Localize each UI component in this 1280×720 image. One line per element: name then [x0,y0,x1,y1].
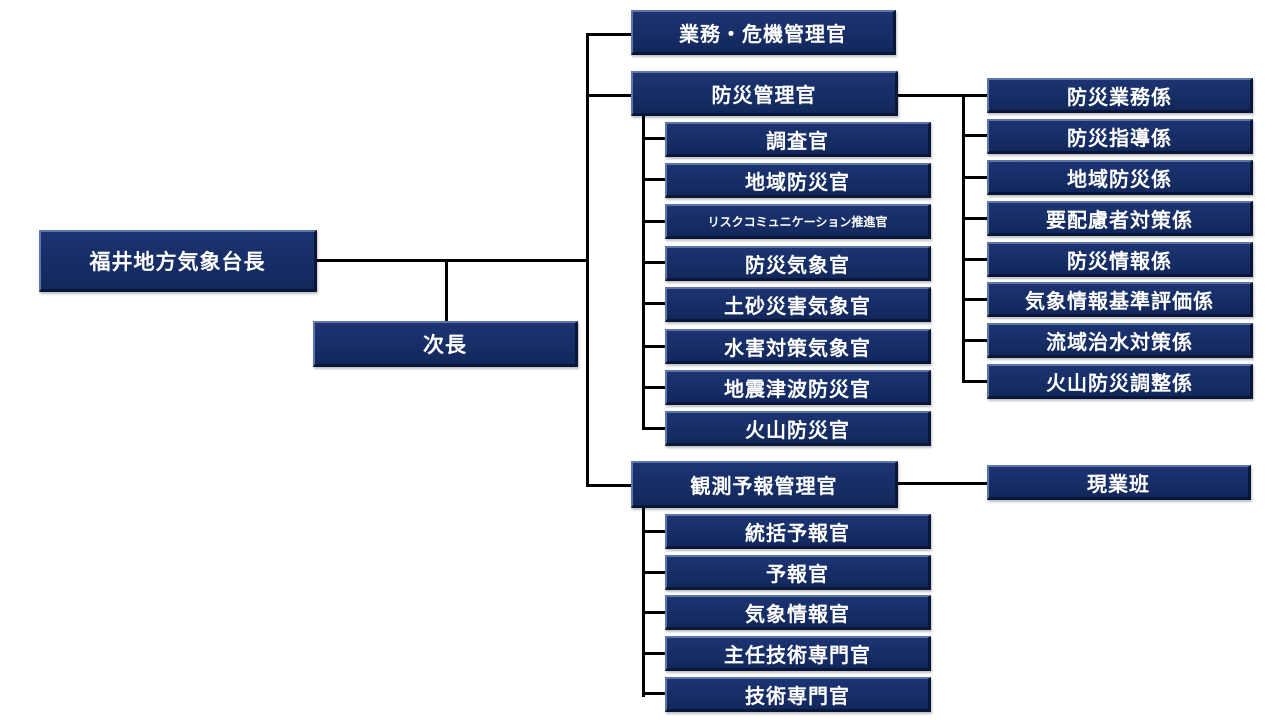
observation-manager-box: 観測予報管理官 [631,461,898,508]
officer-box: 土砂災害気象官 [665,287,931,322]
section-box: 気象情報基準評価係 [987,282,1253,317]
connector-to-field-team [897,482,989,485]
forecast-officer-box: 気象情報官 [665,595,931,630]
connector-branch [642,530,666,533]
section-box: 防災業務係 [987,78,1253,113]
connector-forecast-officers-trunk [642,507,645,697]
disaster-manager-box: 防災管理官 [631,71,898,116]
connector-branch [962,258,989,261]
forecast-officer-box: 統括予報官 [665,514,931,549]
connector-root-to-trunk [316,259,588,262]
forecast-officer-box: 予報官 [665,555,931,590]
business-manager-box: 業務・危機管理官 [631,10,896,55]
connector-disaster-officers-trunk [642,115,645,430]
connector-branch [642,652,666,655]
officer-box: 地震津波防災官 [665,370,931,405]
officer-box: 火山防災官 [665,411,931,446]
connector-branch [642,386,666,389]
field-team-box: 現業班 [987,465,1251,500]
connector-branch [642,571,666,574]
forecast-officer-box: 主任技術専門官 [665,636,931,671]
connector-branch [962,298,989,301]
connector-branch [962,339,989,342]
officer-box: 防災気象官 [665,246,931,281]
connector-branch [642,178,666,181]
officer-box: リスクコミュニケーション推進官 [665,204,931,239]
section-box: 地域防災係 [987,160,1253,195]
officer-box: 水害対策気象官 [665,329,931,364]
connector-branch [962,176,989,179]
connector-branch [962,217,989,220]
section-box: 要配慮者対策係 [987,201,1253,236]
section-box: 流域治水対策係 [987,323,1253,358]
connector-branch [642,261,666,264]
connector-sections-trunk [962,94,965,383]
officer-box: 調査官 [665,122,931,157]
connector-to-business-manager [586,33,633,36]
deputy-box: 次長 [313,321,578,367]
connector-branch [962,94,989,97]
connector-main-trunk [586,33,589,487]
connector-branch [642,345,666,348]
connector-branch [962,134,989,137]
connector-branch [642,220,666,223]
connector-to-disaster-manager [586,94,633,97]
connector-to-observation-manager [586,484,633,487]
section-box: 防災情報係 [987,242,1253,277]
connector-branch [642,427,666,430]
section-box: 火山防災調整係 [987,364,1253,399]
connector-branch [642,692,666,695]
forecast-officer-box: 技術専門官 [665,677,931,712]
officer-box: 地域防災官 [665,163,931,198]
root-box: 福井地方気象台長 [39,230,317,292]
connector-branch [642,611,666,614]
connector-branch [642,137,666,140]
connector-branch [962,380,989,383]
connector-to-sections [897,94,962,97]
connector-to-deputy [445,260,448,322]
connector-branch [642,302,666,305]
section-box: 防災指導係 [987,119,1253,154]
